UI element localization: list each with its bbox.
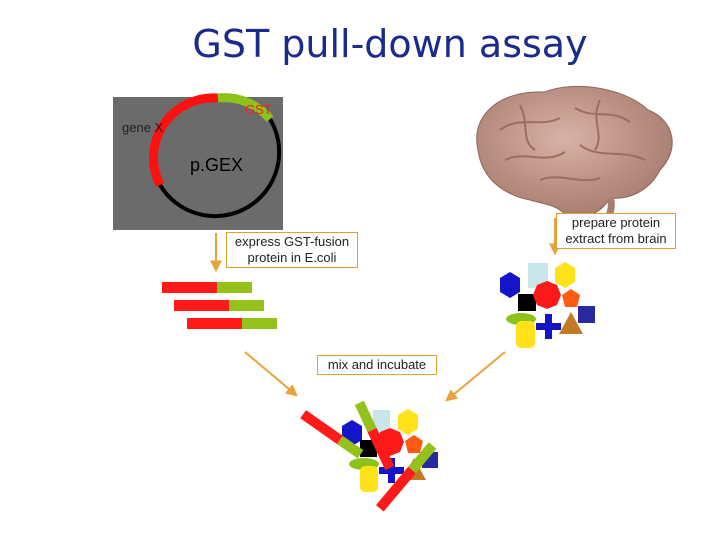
- brain-icon: [476, 86, 673, 238]
- gst-segment: [217, 93, 274, 123]
- page-title: GST pull-down assay: [192, 22, 588, 66]
- plasmid-icon: [113, 93, 283, 230]
- step-express-label: express GST-fusion protein in E.coli: [226, 232, 358, 268]
- prey-protein: [518, 294, 536, 311]
- plasmid-name: p.GEX: [190, 155, 244, 175]
- fusion-protein-gst: [408, 442, 437, 474]
- fusion-protein-gst: [229, 300, 264, 311]
- prey-protein: [555, 262, 575, 288]
- prey-protein: [516, 321, 535, 348]
- fusion-proteins: [162, 282, 277, 329]
- fusion-protein-gene: [174, 300, 229, 311]
- prey-protein: [405, 435, 423, 453]
- fusion-protein-gst: [354, 400, 377, 433]
- gst-label: GST: [245, 102, 272, 117]
- gene-x-label: gene X: [122, 120, 164, 135]
- prey-protein: [398, 409, 418, 435]
- step-mix-label: mix and incubate: [317, 355, 437, 375]
- prey-protein: [559, 312, 583, 334]
- fusion-protein-gst: [242, 318, 277, 329]
- fusion-protein-gene: [187, 318, 242, 329]
- fusion-protein-gene: [367, 427, 395, 471]
- prey-protein: [360, 440, 377, 457]
- prey-protein: [379, 458, 404, 483]
- fusion-protein-gst: [337, 435, 364, 459]
- prey-protein: [528, 263, 548, 288]
- protein-extract: [500, 262, 595, 348]
- plasmid-panel: [113, 97, 283, 230]
- plasmid-backbone: [158, 117, 282, 219]
- prey-protein: [578, 306, 595, 323]
- arrow-mix-right: [445, 351, 506, 402]
- bound-complex: [300, 400, 438, 512]
- fusion-protein-gene: [376, 466, 416, 512]
- prey-protein: [360, 466, 378, 492]
- arrow-mix-left: [244, 351, 298, 397]
- prey-protein: [533, 281, 561, 309]
- gene-x-segment: [149, 93, 219, 188]
- fusion-protein-gst: [217, 282, 252, 293]
- prey-protein: [562, 289, 580, 307]
- step-extract-label: prepare protein extract from brain: [556, 213, 676, 249]
- fusion-protein-gene: [300, 410, 343, 445]
- prey-protein: [536, 314, 561, 339]
- prey-protein: [500, 272, 520, 298]
- prey-protein: [373, 410, 390, 435]
- fusion-protein-gene: [162, 282, 217, 293]
